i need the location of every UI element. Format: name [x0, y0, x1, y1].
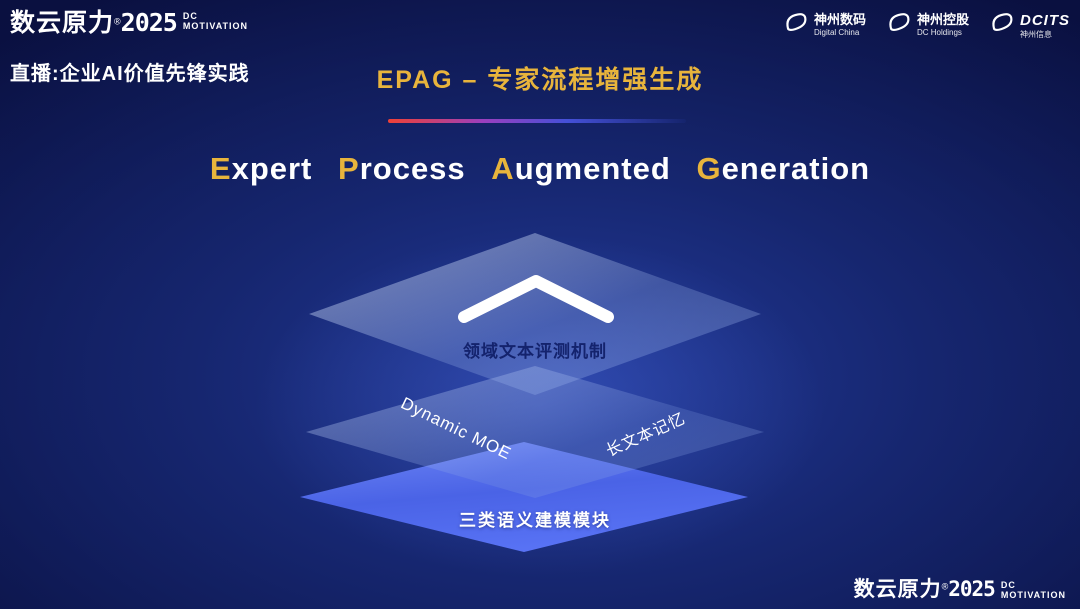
brand-year: 2025	[948, 577, 996, 601]
brand-logo-top-left: 数云原力®2025 DC MOTIVATION	[10, 8, 248, 37]
page-title: EPAG – 专家流程增强生成	[376, 66, 704, 94]
brand-tagline: DC MOTIVATION	[183, 11, 248, 32]
registered-mark: ®	[114, 16, 121, 27]
heading-rest: eneration	[721, 151, 871, 186]
heading-word: Generation	[696, 151, 870, 187]
corporate-logos: 神州数码 Digital China 神州控股 DC Holdings DCIT…	[783, 10, 1070, 41]
chevron-up-icon	[452, 271, 620, 332]
logo-dc-holdings: 神州控股 DC Holdings	[886, 10, 969, 41]
dc-swoosh-icon	[886, 10, 912, 41]
main-heading: Expert Process Augmented Generation	[0, 151, 1080, 187]
logo-text: 神州数码 Digital China	[813, 12, 866, 38]
brand-logo-bottom-right: 数云原力®2025 DC MOTIVATION	[854, 577, 1066, 601]
brand-name: 数云原力	[10, 9, 115, 37]
brand-tagline: DC MOTIVATION	[1001, 580, 1066, 601]
brand-wordmark: 数云原力®2025	[853, 577, 996, 601]
heading-initial: G	[696, 151, 722, 186]
dc-swoosh-icon	[783, 10, 809, 41]
gradient-divider	[388, 119, 686, 123]
heading-rest: xpert	[231, 151, 313, 186]
heading-rest: rocess	[359, 151, 466, 186]
logo-name: 神州数码	[813, 12, 866, 28]
brand-tag-bottom: MOTIVATION	[1000, 590, 1066, 601]
heading-word: Augmented	[491, 151, 671, 187]
heading-initial: P	[338, 151, 360, 186]
live-stream-label: 直播:企业AI价值先锋实践	[10, 63, 250, 85]
logo-text: 神州控股 DC Holdings	[916, 12, 969, 38]
brand-tag-bottom: MOTIVATION	[182, 21, 249, 32]
logo-digital-china: 神州数码 Digital China	[783, 10, 866, 41]
logo-subtitle: Digital China	[813, 28, 860, 38]
brand-tag-top: DC	[1000, 580, 1016, 590]
layer-label-evaluation: 领域文本评测机制	[463, 342, 607, 361]
dc-swoosh-icon	[989, 10, 1015, 41]
brand-tag-top: DC	[182, 11, 198, 21]
heading-rest: ugmented	[514, 151, 671, 186]
logo-subtitle: 神州信息	[1020, 29, 1052, 39]
heading-initial: A	[491, 151, 515, 186]
logo-name: DCITS	[1020, 12, 1070, 30]
logo-dcits: DCITS 神州信息	[989, 10, 1070, 41]
logo-text: DCITS 神州信息	[1020, 12, 1070, 38]
brand-name: 数云原力	[853, 578, 942, 601]
heading-initial: E	[209, 151, 232, 186]
logo-subtitle: DC Holdings	[916, 28, 962, 38]
logo-name: 神州控股	[916, 12, 969, 28]
brand-year: 2025	[120, 8, 178, 37]
registered-mark: ®	[941, 581, 949, 592]
layer-label-semantic-modeling: 三类语义建模模块	[459, 511, 611, 530]
heading-word: Expert	[210, 151, 313, 187]
heading-word: Process	[338, 151, 466, 187]
brand-wordmark: 数云原力®2025	[10, 8, 178, 37]
